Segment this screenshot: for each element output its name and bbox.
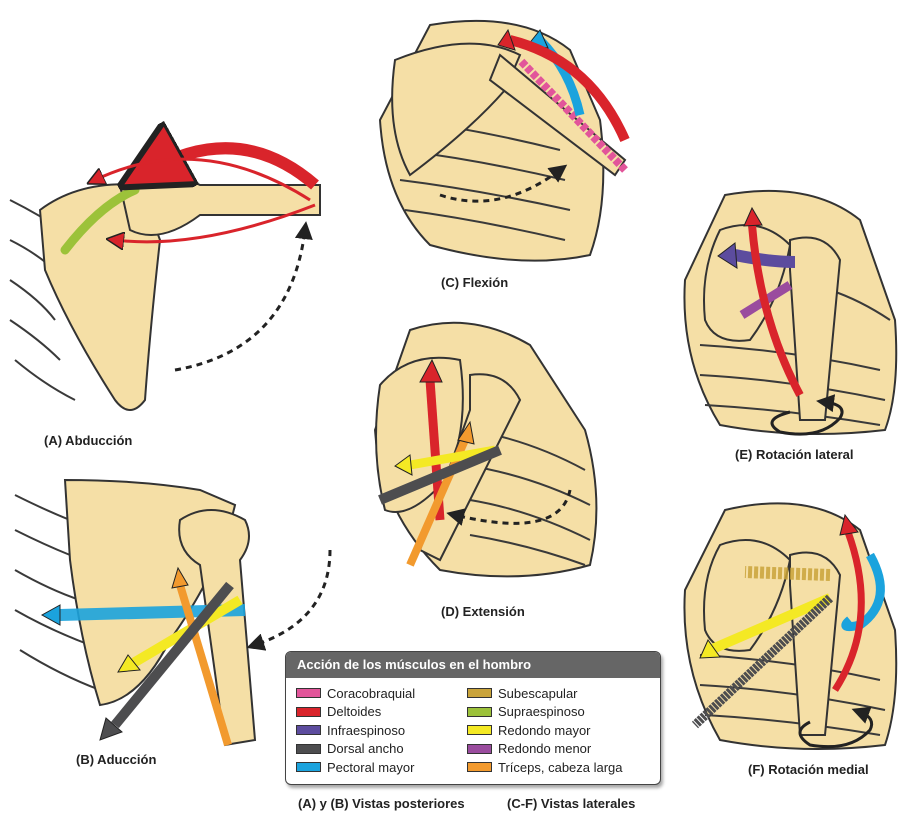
legend-swatch-infraspinatus bbox=[296, 725, 321, 736]
legend-item: Redondo mayor bbox=[467, 722, 623, 738]
coracobrachialis-arrow-c bbox=[517, 57, 628, 173]
legend-swatch-coracobrachialis bbox=[296, 688, 321, 698]
muscle-legend: Acción de los músculos en el hombro Cora… bbox=[285, 651, 661, 785]
panel-a-illustration bbox=[9, 148, 321, 411]
caption-extension: (D) Extensión bbox=[441, 604, 525, 619]
panel-d-illustration bbox=[373, 321, 598, 578]
ribs-b bbox=[14, 494, 101, 691]
footer-posterior-views: (A) y (B) Vistas posteriores bbox=[298, 796, 465, 811]
caption-adduction: (B) Aducción bbox=[76, 752, 157, 767]
caption-abduction: (A) Abducción bbox=[44, 433, 133, 448]
caption-medial-rotation: (F) Rotación medial bbox=[748, 762, 869, 777]
rotation-arrow-f bbox=[798, 706, 874, 749]
subscapularis-arrow-f bbox=[744, 566, 831, 581]
panel-c-illustration bbox=[378, 19, 630, 262]
latissimus-arrow-b bbox=[111, 581, 234, 729]
legend-column-left: Coracobraquial Deltoides Infraespinoso D… bbox=[296, 685, 415, 778]
deltoid-arrow-e bbox=[748, 224, 804, 397]
humerus-b bbox=[178, 509, 257, 747]
triceps-arrow-b bbox=[176, 583, 232, 747]
legend-item: Deltoides bbox=[296, 704, 415, 720]
rotation-arrow-e bbox=[770, 394, 844, 436]
caption-lateral-rotation: (E) Rotación lateral bbox=[735, 447, 854, 462]
legend-swatch-teres-minor bbox=[467, 743, 492, 754]
footer-lateral-views: (C-F) Vistas laterales bbox=[507, 796, 636, 811]
teres-major-arrow-d bbox=[409, 445, 496, 470]
legend-item: Subescapular bbox=[467, 685, 623, 701]
deltoid-thin-arrow-a bbox=[95, 157, 311, 202]
motion-arrow-a bbox=[174, 221, 313, 372]
legend-item: Pectoral mayor bbox=[296, 759, 415, 775]
legend-swatch-subscapularis bbox=[467, 688, 492, 698]
infraspinatus-arrow-e bbox=[733, 249, 796, 268]
panel-f-illustration bbox=[683, 502, 898, 750]
motion-arrow-b bbox=[246, 549, 332, 651]
supraspinatus-arrow-a bbox=[60, 185, 140, 255]
motion-arrow-c bbox=[439, 164, 568, 203]
legend-item: Supraespinoso bbox=[467, 704, 623, 720]
legend-swatch-deltoid bbox=[296, 706, 321, 717]
legend-swatch-supraspinatus bbox=[467, 706, 492, 717]
latissimus-arrow-d bbox=[378, 445, 502, 505]
latissimus-arrow-f bbox=[691, 594, 834, 729]
legend-item: Tríceps, cabeza larga bbox=[467, 759, 623, 775]
legend-item: Redondo menor bbox=[467, 741, 623, 757]
legend-swatch-teres-major bbox=[467, 725, 492, 736]
legend-item: Coracobraquial bbox=[296, 685, 415, 701]
caption-flexion: (C) Flexión bbox=[441, 275, 509, 290]
deltoid-arrow-f bbox=[832, 530, 865, 692]
legend-item: Dorsal ancho bbox=[296, 741, 415, 757]
panel-b-illustration bbox=[14, 478, 332, 747]
legend-title: Acción de los músculos en el hombro bbox=[286, 652, 660, 678]
legend-swatch-latissimus bbox=[296, 743, 321, 754]
motion-arrow-d bbox=[446, 489, 572, 526]
legend-column-right: Subescapular Supraespinoso Redondo mayor… bbox=[467, 685, 623, 778]
legend-swatch-pectoralis bbox=[296, 762, 321, 773]
teres-major-arrow-f bbox=[708, 593, 832, 655]
deltoid-arrow-c bbox=[508, 35, 630, 143]
humerus-a bbox=[118, 174, 321, 236]
humerus-e bbox=[789, 236, 842, 421]
scapula-c bbox=[391, 42, 522, 177]
legend-swatch-triceps bbox=[467, 762, 492, 773]
deltoid-lower-arrow-a bbox=[115, 203, 316, 242]
legend-item: Infraespinoso bbox=[296, 722, 415, 738]
panel-e-illustration bbox=[683, 189, 898, 436]
